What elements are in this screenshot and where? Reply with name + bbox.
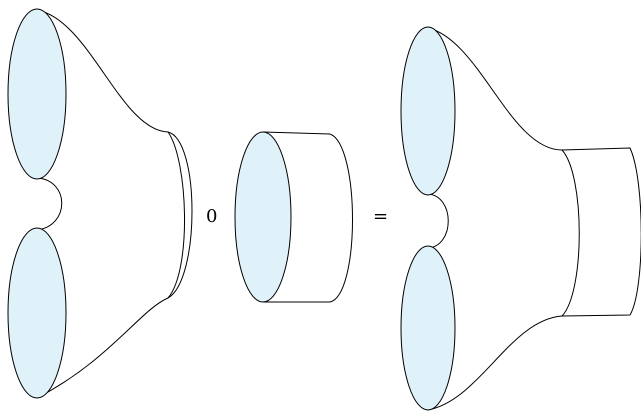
middle-cylinder (262, 131, 353, 303)
left-pants-rim-arc (167, 131, 185, 299)
left-pants-outline (36, 9, 193, 399)
right-composite-outline (427, 27, 641, 411)
equals-label: = (373, 206, 388, 227)
left-pants-bottom-disk (7, 227, 67, 399)
cylinder-top-edge (262, 131, 331, 135)
right-composite-seam (561, 149, 580, 317)
right-composite (427, 27, 641, 411)
left-pants-crotch (36, 177, 63, 231)
operator-label: 0 (206, 206, 217, 227)
right-composite-bottom-disk (400, 245, 456, 411)
left-pants (36, 9, 193, 399)
left-pants-top-disk (7, 8, 67, 180)
cylinder-disk (234, 131, 292, 303)
right-composite-crotch (427, 193, 449, 249)
right-composite-top-disk (400, 26, 456, 196)
cylinder-rim-arc (329, 133, 353, 303)
